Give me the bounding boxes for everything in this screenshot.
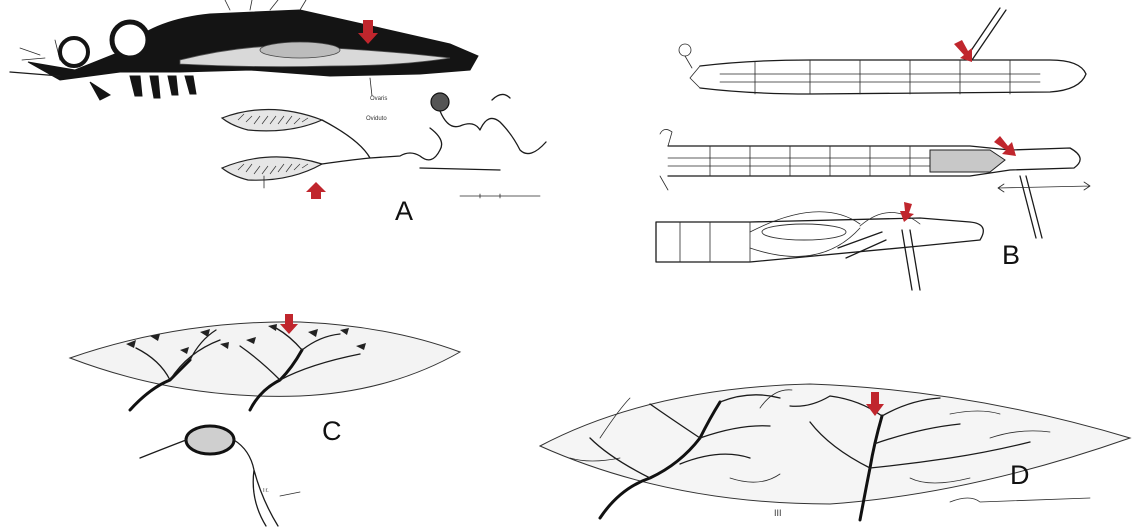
panel-label-d: D bbox=[1010, 460, 1030, 491]
mosquito-body bbox=[10, 0, 478, 100]
annotation-ovaris: Ovaris bbox=[370, 96, 387, 102]
panel-b-drawing bbox=[620, 0, 1134, 300]
panel-label-a: A bbox=[395, 196, 413, 227]
abdomen-top bbox=[679, 8, 1086, 94]
arrow-marker bbox=[306, 182, 326, 199]
panel-d-drawing bbox=[530, 368, 1130, 530]
panel-a: Ovaris Oviduto A bbox=[0, 0, 600, 260]
abdomen-bottom bbox=[656, 212, 983, 290]
arrow-marker bbox=[994, 136, 1016, 156]
annotation-oviduto: Oviduto bbox=[366, 116, 387, 122]
panel-c: Tr. C bbox=[40, 300, 480, 530]
panel-label-c: C bbox=[322, 416, 342, 447]
annotation-tr: Tr. bbox=[262, 488, 269, 494]
ovary-pair bbox=[222, 93, 546, 198]
ovary-branching-detail bbox=[540, 384, 1130, 520]
panel-d: III D bbox=[530, 368, 1130, 530]
panel-a-drawing bbox=[0, 0, 600, 260]
panel-c-drawing bbox=[40, 300, 480, 530]
arrow-marker bbox=[954, 40, 972, 62]
ovary-tracheae-detail bbox=[70, 322, 460, 526]
annotation-iii: III bbox=[774, 508, 782, 518]
panel-label-b: B bbox=[1002, 240, 1020, 271]
panel-b: B bbox=[620, 0, 1134, 300]
